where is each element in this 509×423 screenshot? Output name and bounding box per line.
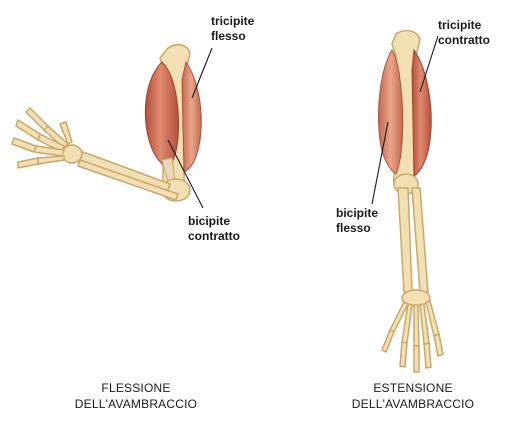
- left-biceps-label-line2: contratto: [188, 229, 240, 244]
- left-hand: [12, 108, 72, 168]
- left-biceps-label-line1: bicipite: [188, 214, 240, 229]
- right-triceps-label: tricipite contratto: [438, 18, 490, 48]
- left-biceps-label: bicipite contratto: [188, 214, 240, 244]
- right-triceps-label-line1: tricipite: [438, 18, 490, 33]
- right-forearm: [398, 188, 412, 292]
- right-triceps-label-line2: contratto: [438, 33, 490, 48]
- right-caption-line1: ESTENSIONE: [318, 380, 508, 396]
- right-biceps-label-line1: bicipite: [336, 206, 378, 221]
- left-triceps-label-line1: tricipite: [211, 14, 254, 29]
- left-triceps-label-line2: flesso: [211, 29, 254, 44]
- left-caption-line1: FLESSIONE: [36, 380, 236, 396]
- left-caption-line2: DELL'AVAMBRACCIO: [36, 396, 236, 412]
- right-hand: [382, 301, 443, 372]
- right-caption-line2: DELL'AVAMBRACCIO: [318, 396, 508, 412]
- right-biceps-label-line2: flesso: [336, 221, 378, 236]
- right-arm: [372, 31, 443, 372]
- left-arm: [12, 45, 212, 208]
- left-triceps-label: tricipite flesso: [211, 14, 254, 44]
- right-caption: ESTENSIONE DELL'AVAMBRACCIO: [318, 380, 508, 412]
- right-triceps: [412, 50, 431, 176]
- right-biceps-label: bicipite flesso: [336, 206, 378, 236]
- left-caption: FLESSIONE DELL'AVAMBRACCIO: [36, 380, 236, 412]
- left-triceps: [182, 62, 201, 172]
